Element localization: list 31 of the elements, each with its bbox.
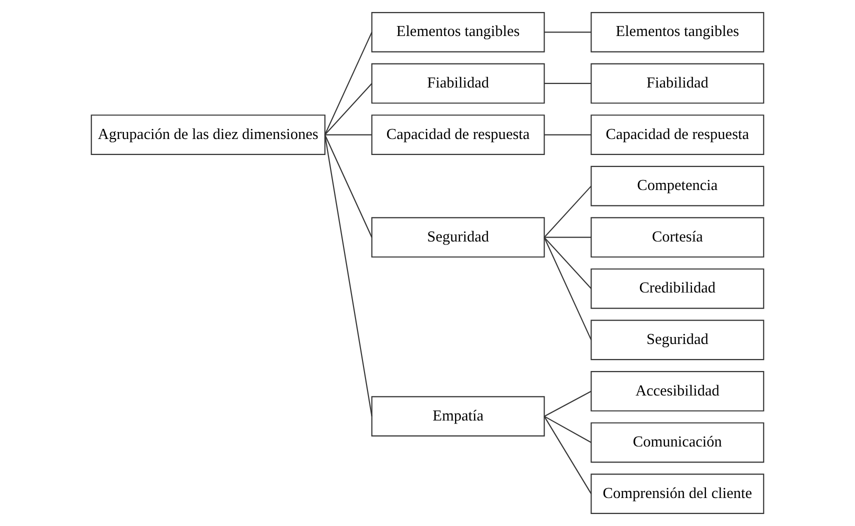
node-box: Seguridad bbox=[371, 217, 545, 258]
connector bbox=[544, 82, 592, 84]
node-box: Competencia bbox=[590, 166, 764, 206]
node-box: Elementos tangibles bbox=[590, 12, 764, 52]
connector bbox=[544, 390, 592, 417]
node-box: Cortesía bbox=[590, 217, 764, 258]
connector bbox=[544, 236, 592, 290]
node-box: Seguridad bbox=[590, 320, 764, 360]
node-box: Empatía bbox=[371, 396, 545, 437]
connector bbox=[544, 134, 592, 136]
node-box: Fiabilidad bbox=[590, 63, 764, 104]
connector bbox=[544, 237, 592, 340]
node-box: Comunicación bbox=[590, 422, 764, 463]
connector bbox=[324, 32, 372, 135]
node-box: Fiabilidad bbox=[371, 63, 545, 104]
connector bbox=[324, 134, 372, 416]
node-box: Capacidad de respuesta bbox=[590, 114, 764, 155]
connector bbox=[324, 83, 372, 136]
connector bbox=[544, 236, 592, 238]
node-box: Accesibilidad bbox=[590, 371, 764, 412]
node-box: Capacidad de respuesta bbox=[371, 114, 545, 155]
connector bbox=[544, 186, 592, 238]
node-box: Comprensión del cliente bbox=[590, 474, 764, 514]
connector bbox=[544, 32, 592, 33]
node-box: Credibilidad bbox=[590, 268, 764, 309]
connector bbox=[324, 134, 372, 238]
connector bbox=[544, 416, 592, 443]
connector bbox=[324, 134, 372, 136]
node-box: Elementos tangibles bbox=[371, 12, 545, 52]
node-box: Agrupación de las diez dimensiones bbox=[90, 114, 326, 155]
connector bbox=[544, 416, 592, 494]
